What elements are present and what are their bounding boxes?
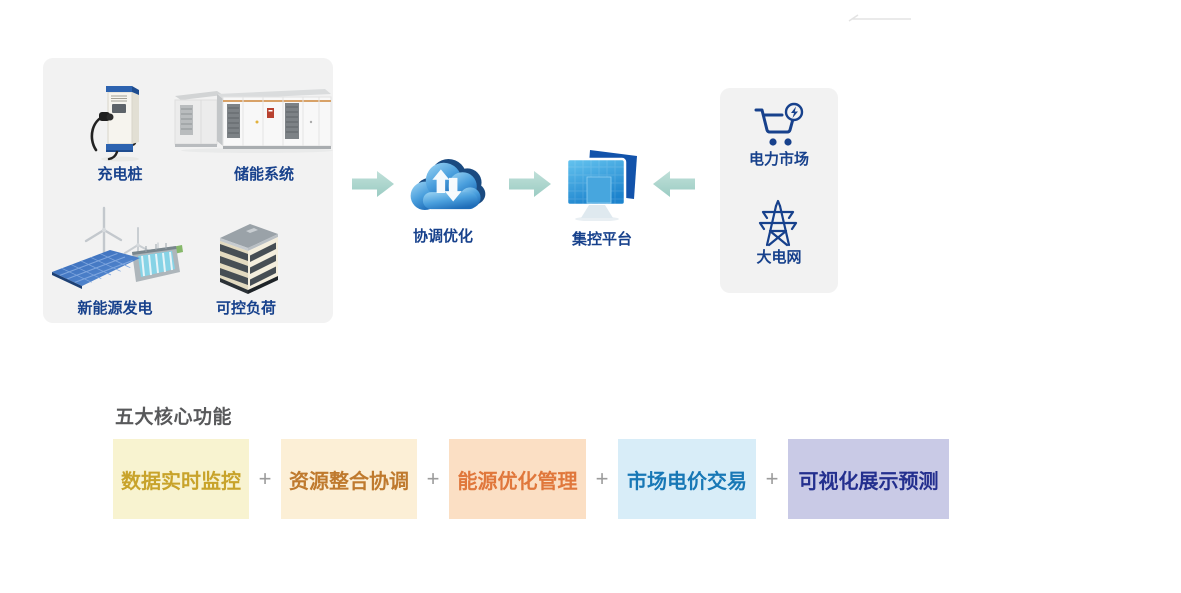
storage-cabinet-icon: [174, 89, 333, 153]
cart-lightning-icon: [754, 102, 804, 146]
load-label: 可控负荷: [215, 300, 276, 317]
cloud-icon: [410, 158, 486, 211]
plus-separator: +: [258, 466, 272, 491]
cloud-label: 协调优化: [412, 228, 473, 245]
arrow-left-icon: [653, 171, 695, 197]
function-box: 可视化展示预测: [788, 439, 949, 519]
plus-separator: +: [765, 466, 779, 491]
renewable-energy-icon: [52, 206, 183, 289]
function-box: 数据实时监控: [113, 439, 249, 519]
section-heading: 五大核心功能: [115, 407, 233, 428]
grid-label: 大电网: [756, 249, 802, 266]
transmission-tower-icon: [758, 199, 798, 247]
renewables-label: 新能源发电: [77, 300, 153, 317]
market-label: 电力市场: [748, 151, 809, 168]
arrow-right-icon: [352, 171, 394, 197]
ev-charger-icon: [90, 86, 139, 162]
building-icon: [220, 224, 278, 294]
decorative-line: [848, 14, 911, 22]
arrow-right-icon: [509, 171, 551, 197]
market-panel: [720, 88, 838, 293]
function-box: 市场电价交易: [618, 439, 756, 519]
platform-label: 集控平台: [571, 231, 632, 248]
plus-separator: +: [595, 466, 609, 491]
monitor-icon: [565, 150, 637, 221]
function-box: 资源整合协调: [281, 439, 417, 519]
functions-row: 数据实时监控 + 资源整合协调 + 能源优化管理 + 市场电价交易 + 可视化展示预测: [113, 439, 949, 519]
plus-separator: +: [426, 466, 440, 491]
charger-label: 充电桩: [97, 166, 143, 183]
function-box: 能源优化管理: [449, 439, 586, 519]
storage-label: 储能系统: [233, 166, 294, 183]
